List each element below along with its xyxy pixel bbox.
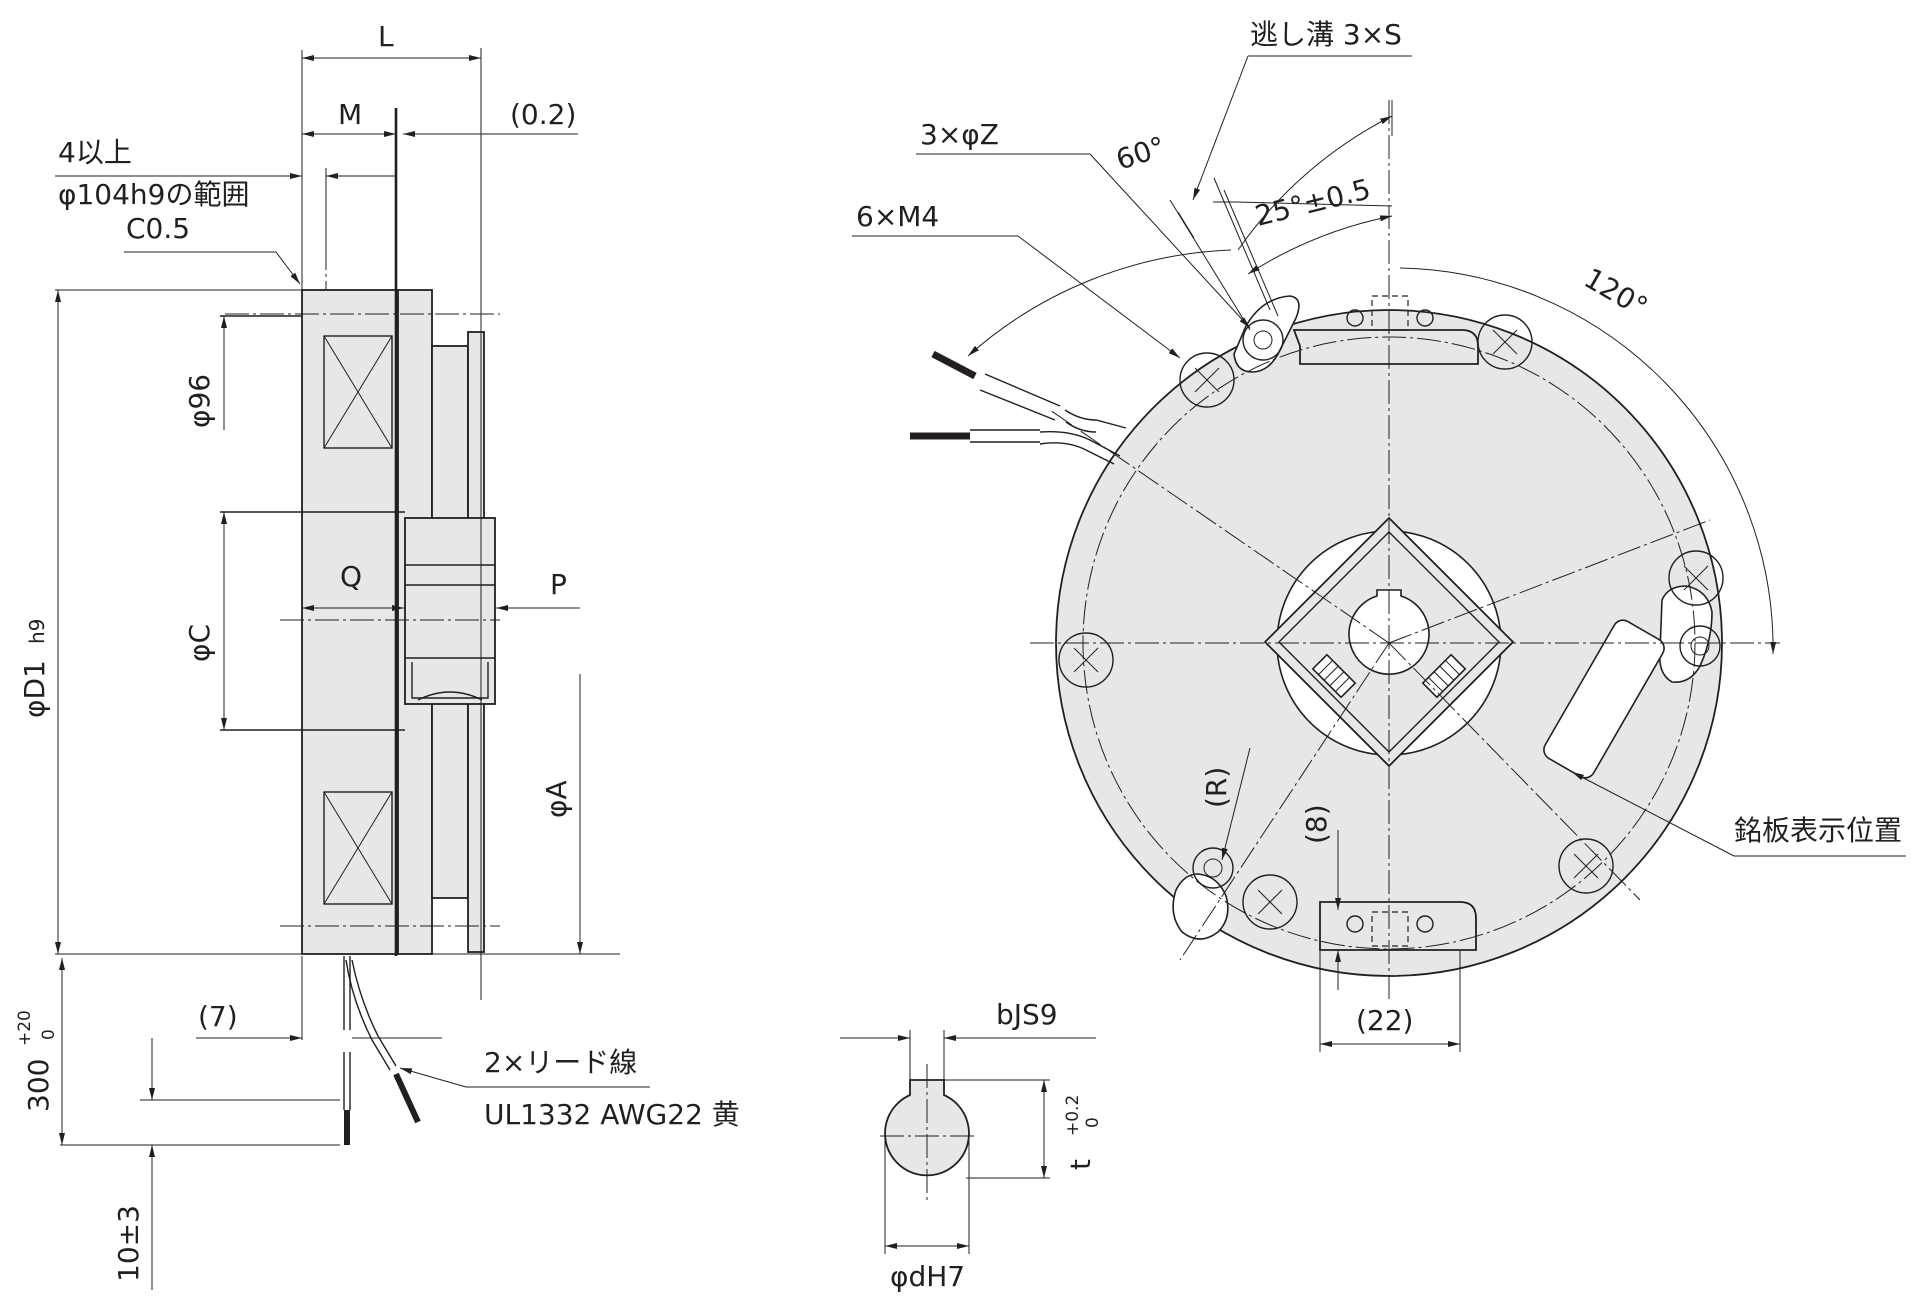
mounting-hole-5 <box>1679 625 1721 667</box>
label-m4: 6×M4 <box>856 200 939 233</box>
label-len300: 300 <box>22 1059 55 1112</box>
label-ang60: 60° <box>1112 130 1169 177</box>
lead-wires <box>343 956 421 1145</box>
label-chamfer: C0.5 <box>126 212 190 245</box>
label-R: (R) <box>1200 767 1233 808</box>
label-bJS9: bJS9 <box>996 998 1058 1031</box>
housing-body <box>301 289 399 955</box>
nameplate <box>1543 619 1665 779</box>
label-h9: h9 <box>25 619 49 644</box>
label-ang25: 25°±0.5 <box>1252 172 1374 232</box>
set-screw-left <box>1311 653 1357 699</box>
top-boss <box>1292 329 1479 365</box>
set-screw-right <box>1421 653 1467 699</box>
mounting-hole-9 <box>1242 874 1298 930</box>
label-ang120: 120° <box>1579 261 1654 323</box>
label-dA: φA <box>540 780 573 818</box>
coil-upper <box>323 335 393 449</box>
keyway-detail: bJS9 t +0.2 0 φdH7 <box>840 998 1103 1293</box>
mounting-hole-8 <box>1192 847 1234 889</box>
bottom-boss <box>1319 901 1477 951</box>
label-Q: Q <box>340 560 362 593</box>
label-t-lo: 0 <box>1083 1117 1103 1128</box>
label-seven: (7) <box>198 1000 238 1033</box>
label-leads: 2×リード線 <box>484 1046 637 1079</box>
side-view: L M (0.2) 4以上 φ104h9の範囲 C0.5 φ96 φC φD1 … <box>15 20 740 1290</box>
label-holesZ: 3×φZ <box>920 118 999 151</box>
label-dD1: φD1 <box>18 660 51 718</box>
coil-lower <box>323 791 393 905</box>
label-t: t <box>1064 1159 1097 1170</box>
label-gap: (0.2) <box>510 98 576 131</box>
label-min4: 4以上 <box>58 136 132 169</box>
front-lead-wires <box>910 350 1127 465</box>
label-ul: UL1332 AWG22 黄 <box>484 1098 740 1131</box>
hub <box>404 517 496 705</box>
label-twentytwo: (22) <box>1356 1004 1413 1037</box>
label-relief: 逃し溝 3×S <box>1250 18 1402 51</box>
label-tol300-up: +20 <box>15 1010 35 1046</box>
label-range104: φ104h9の範囲 <box>58 178 249 211</box>
label-eight: (8) <box>1300 804 1333 844</box>
label-dC: φC <box>183 624 216 662</box>
front-view: 120° 60° 25°±0.5 逃し溝 3×S 3×φZ 6×M4 (R) (… <box>852 18 1906 1052</box>
label-len10: 10±3 <box>112 1205 145 1282</box>
label-tol300-lo: 0 <box>39 1029 59 1040</box>
label-nameplate: 銘板表示位置 <box>1734 814 1902 847</box>
mounting-hole-3 <box>1477 314 1533 370</box>
label-d96: φ96 <box>183 374 216 428</box>
label-M: M <box>338 98 362 131</box>
mounting-hole-7 <box>1558 838 1614 894</box>
mounting-hole-4 <box>1668 550 1724 606</box>
relief-groove-right <box>1658 585 1713 683</box>
label-L: L <box>378 20 394 53</box>
label-P: P <box>550 568 567 601</box>
mounting-hole-2 <box>1242 319 1284 361</box>
label-t-up: +0.2 <box>1063 1095 1083 1136</box>
label-dH7: φdH7 <box>890 1260 965 1293</box>
mounting-hole-1 <box>1179 352 1235 408</box>
